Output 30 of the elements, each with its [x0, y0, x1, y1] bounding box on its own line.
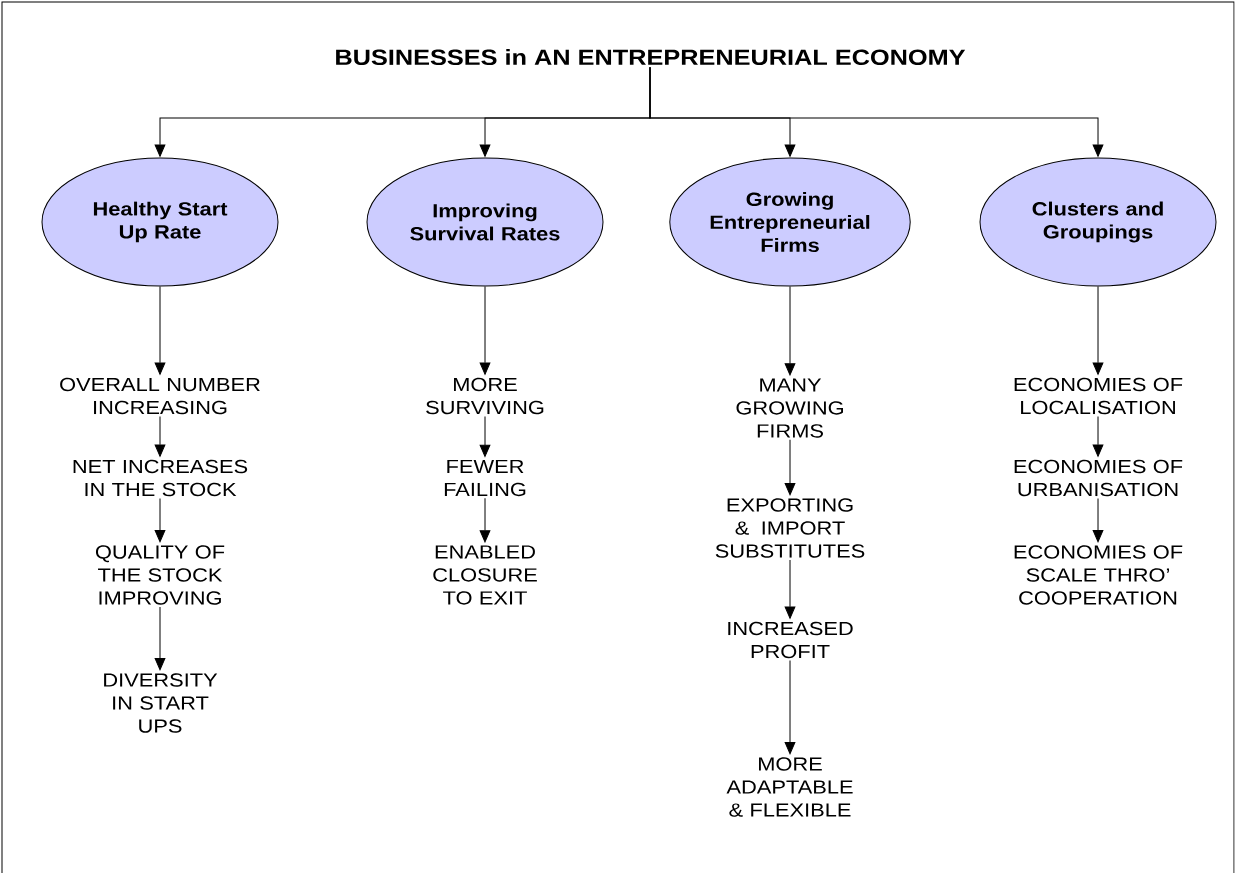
outcome-text: QUALITY OF THE STOCK IMPROVING [95, 545, 225, 605]
outcome-text: DIVERSITY IN START UPS [104, 673, 218, 733]
arrow [479, 497, 491, 543]
outcome-text: NET INCREASES IN THE STOCK [73, 459, 248, 497]
outcome-text: MANY GROWING FIRMS [736, 378, 843, 438]
arrow [154, 286, 166, 375]
outcome-text: ECONOMIES OF URBANISATION [1014, 459, 1183, 497]
outcome-text: EXPORTING & IMPORT SUBSTITUTES [715, 498, 865, 558]
arrow [479, 415, 491, 457]
arrow [1092, 497, 1104, 543]
arrow [784, 439, 796, 496]
arrow [784, 559, 796, 619]
arrow [1092, 415, 1104, 457]
arrow [649, 66, 1104, 157]
diagram-title: BUSINESSES in AN ENTREPRENEURIAL ECONOMY [336, 48, 966, 66]
outcome-text: MORE SURVIVING [426, 377, 544, 415]
outcome-text: ECONOMIES OF SCALE THRO’ COOPERATION [1014, 545, 1183, 605]
outcome-text: INCREASED PROFIT [728, 621, 853, 659]
arrow [784, 286, 796, 376]
outcome-text: MORE ADAPTABLE & FLEXIBLE [726, 757, 853, 817]
outcome-text: ENABLED CLOSURE TO EXIT [433, 545, 537, 605]
arrow [479, 286, 491, 375]
arrow [154, 415, 166, 457]
arrow [1092, 286, 1104, 375]
arrow [154, 606, 166, 671]
outcome-text: FEWER FAILING [444, 459, 526, 497]
outcome-text: ECONOMIES OF LOCALISATION [1014, 377, 1183, 415]
arrow [784, 659, 796, 755]
arrow [154, 497, 166, 543]
outcome-text: OVERALL NUMBER INCREASING [60, 377, 260, 415]
